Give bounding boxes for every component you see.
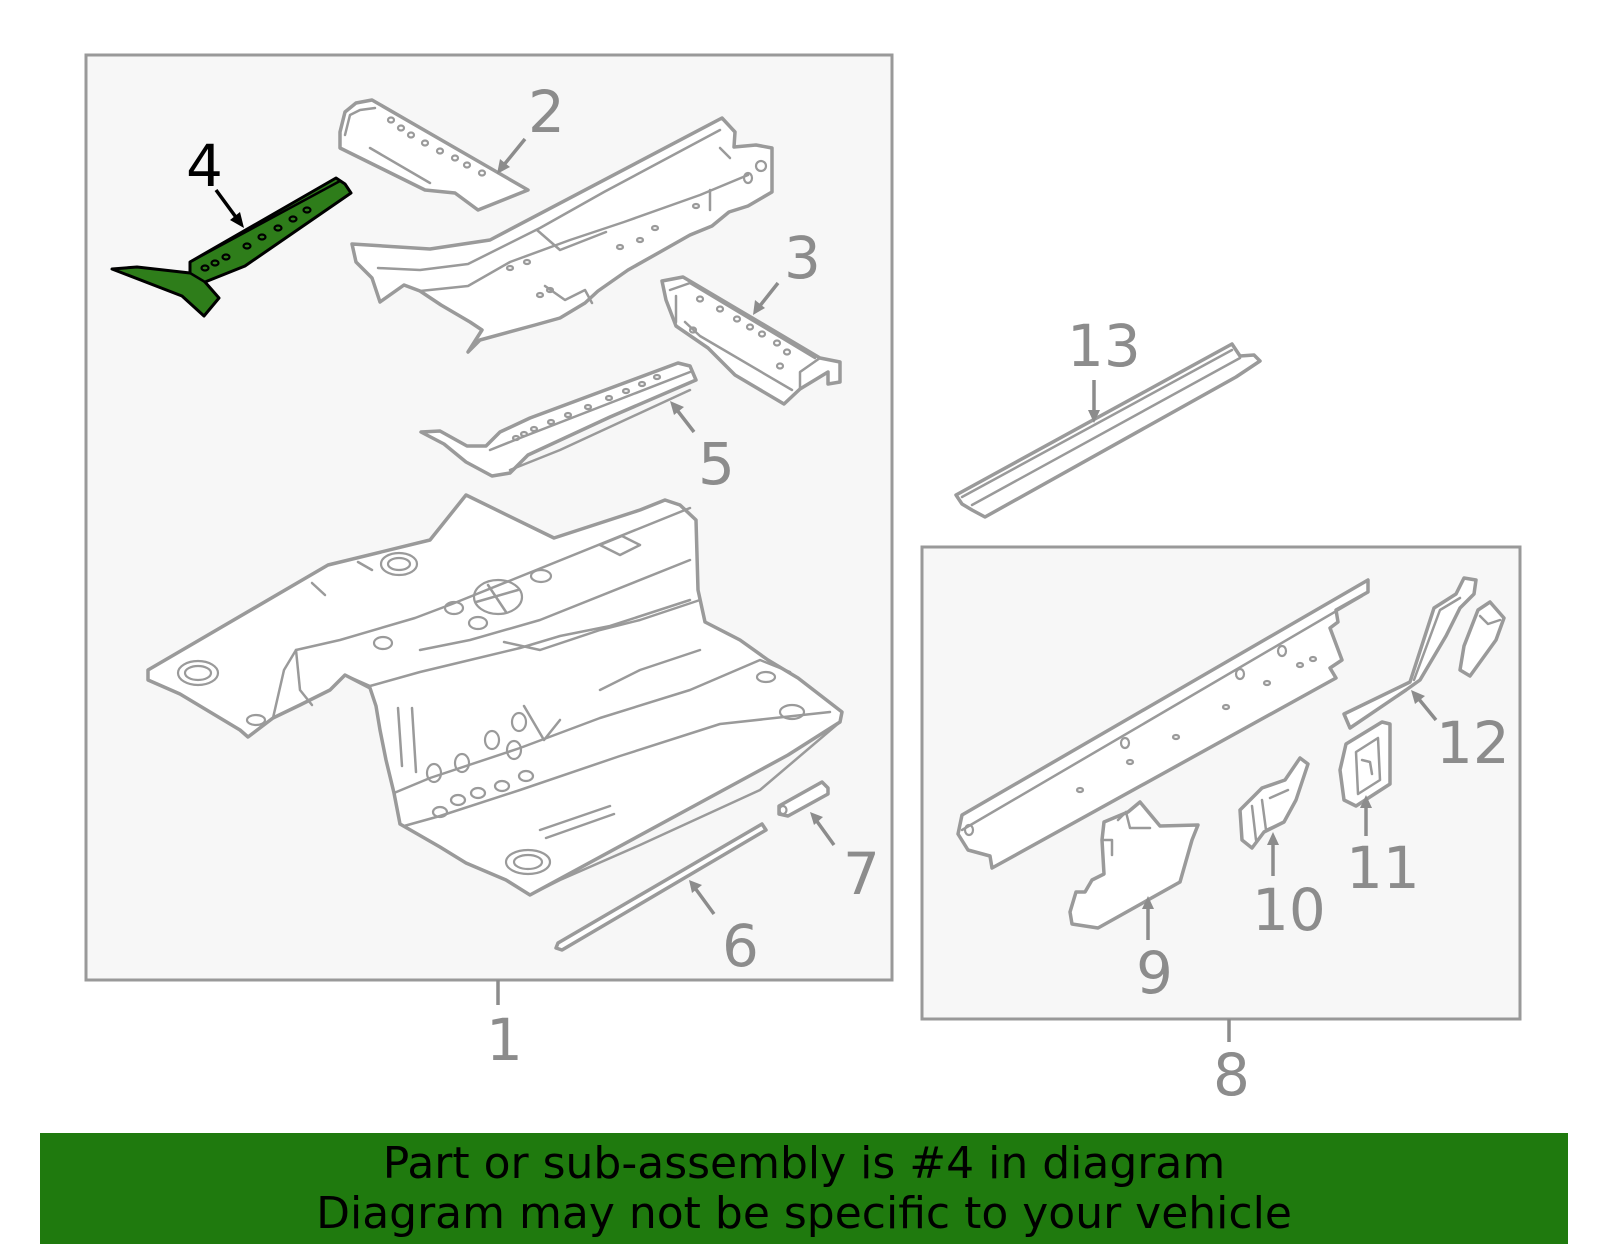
- arrow-head-5: [670, 401, 684, 415]
- leader-7: [814, 818, 836, 847]
- leader-12: [1416, 696, 1438, 722]
- leader-6: [693, 886, 716, 916]
- leader-4: [214, 188, 240, 222]
- part-5-holes: [511, 373, 662, 442]
- info-banner: Part or sub-assembly is #4 in diagram Di…: [40, 1133, 1568, 1244]
- part-7[interactable]: [777, 780, 830, 818]
- part-4-highlighted[interactable]: [110, 176, 353, 318]
- rail-8: [956, 578, 1370, 870]
- part-11[interactable]: [1338, 720, 1392, 808]
- arrow-head-10: [1267, 832, 1279, 845]
- arrow-head-13: [1088, 410, 1100, 423]
- banner-line-1: Part or sub-assembly is #4 in diagram: [382, 1137, 1226, 1189]
- callout-4[interactable]: 4: [186, 132, 223, 200]
- part-10[interactable]: [1238, 756, 1310, 850]
- callout-7[interactable]: 7: [843, 840, 880, 908]
- leader-3: [757, 281, 780, 309]
- arrow-head-3: [753, 300, 765, 315]
- part-13[interactable]: [954, 342, 1262, 519]
- part-2-holes: [386, 116, 487, 177]
- arrow-head-4: [230, 212, 244, 228]
- callout-13[interactable]: 13: [1067, 312, 1141, 380]
- arrow-head-11: [1360, 795, 1372, 808]
- arrow-head-6: [689, 880, 702, 893]
- arrow-head-9: [1142, 896, 1154, 909]
- part-3-holes: [688, 295, 792, 370]
- arrow-head-12: [1411, 690, 1425, 704]
- callout-10[interactable]: 10: [1252, 876, 1326, 944]
- callout-1[interactable]: 1: [486, 1006, 523, 1074]
- part-6[interactable]: [554, 822, 768, 952]
- part-2[interactable]: [338, 98, 530, 212]
- arrow-head-2: [497, 159, 510, 174]
- part-9[interactable]: [1068, 800, 1200, 930]
- callout-12[interactable]: 12: [1436, 709, 1510, 777]
- callout-11[interactable]: 11: [1346, 834, 1420, 902]
- tunnel-panel: [350, 116, 774, 354]
- arrow-head-7: [810, 812, 823, 825]
- part-12[interactable]: [1342, 576, 1506, 730]
- leader-5: [675, 408, 696, 434]
- callout-5[interactable]: 5: [698, 430, 735, 498]
- callout-2[interactable]: 2: [528, 78, 565, 146]
- callout-8[interactable]: 8: [1213, 1041, 1250, 1109]
- part-5[interactable]: [419, 361, 698, 478]
- leader-2: [501, 137, 527, 168]
- part-1-floor-pan[interactable]: [146, 493, 844, 897]
- banner-line-2: Diagram may not be specific to your vehi…: [316, 1187, 1292, 1239]
- part-3[interactable]: [660, 275, 842, 406]
- callout-9[interactable]: 9: [1136, 939, 1173, 1007]
- callout-3[interactable]: 3: [784, 224, 821, 292]
- callout-6[interactable]: 6: [722, 912, 759, 980]
